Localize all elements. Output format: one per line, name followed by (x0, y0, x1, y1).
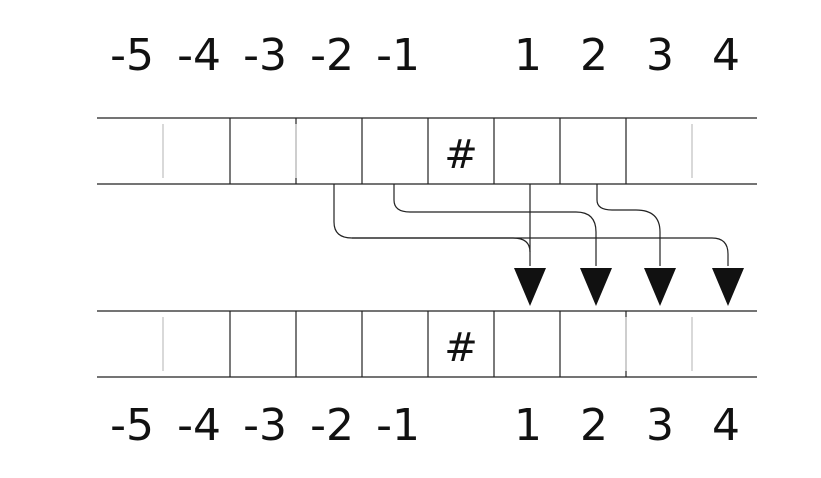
bottom-label-1: 1 (514, 400, 542, 451)
bottom-label-3: 3 (646, 400, 674, 451)
shift-connectors (333, 184, 729, 266)
bottom-tape-hash-symbol: # (444, 325, 478, 371)
arrowhead-icon (712, 268, 744, 306)
bottom-label-neg3: -3 (243, 400, 287, 451)
connector-2-to-4-extension (352, 237, 729, 266)
top-label-neg4: -4 (177, 30, 221, 81)
top-label-4: 4 (712, 30, 740, 81)
bottom-label-4: 4 (712, 400, 740, 451)
top-tape (97, 117, 757, 185)
bottom-tape (97, 310, 757, 378)
top-label-neg5: -5 (110, 30, 154, 81)
bottom-label-2: 2 (580, 400, 608, 451)
bottom-label-neg2: -2 (310, 400, 354, 451)
arrowhead-icon (514, 268, 546, 306)
top-tape-faint-marks (162, 124, 693, 178)
top-tape-hash-symbol: # (444, 132, 478, 178)
arrowhead-icon (644, 268, 676, 306)
arrowhead-icon (580, 268, 612, 306)
bottom-label-neg1: -1 (376, 400, 420, 451)
top-label-neg3: -3 (243, 30, 287, 81)
bottom-label-neg5: -5 (110, 400, 154, 451)
bottom-index-labels: -5 -4 -3 -2 -1 1 2 3 4 (110, 400, 740, 451)
arrowheads (514, 268, 744, 306)
top-label-3: 3 (646, 30, 674, 81)
top-label-1: 1 (514, 30, 542, 81)
top-label-neg1: -1 (376, 30, 420, 81)
connector-neg1-to-2 (393, 184, 597, 266)
bottom-tape-faint-marks (162, 317, 693, 371)
top-label-2: 2 (580, 30, 608, 81)
bottom-label-neg4: -4 (177, 400, 221, 451)
connector-2-to-4 (596, 184, 661, 266)
top-index-labels: -5 -4 -3 -2 -1 1 2 3 4 (110, 30, 740, 81)
top-label-neg2: -2 (310, 30, 354, 81)
connector-neg2-to-1 (333, 184, 531, 266)
